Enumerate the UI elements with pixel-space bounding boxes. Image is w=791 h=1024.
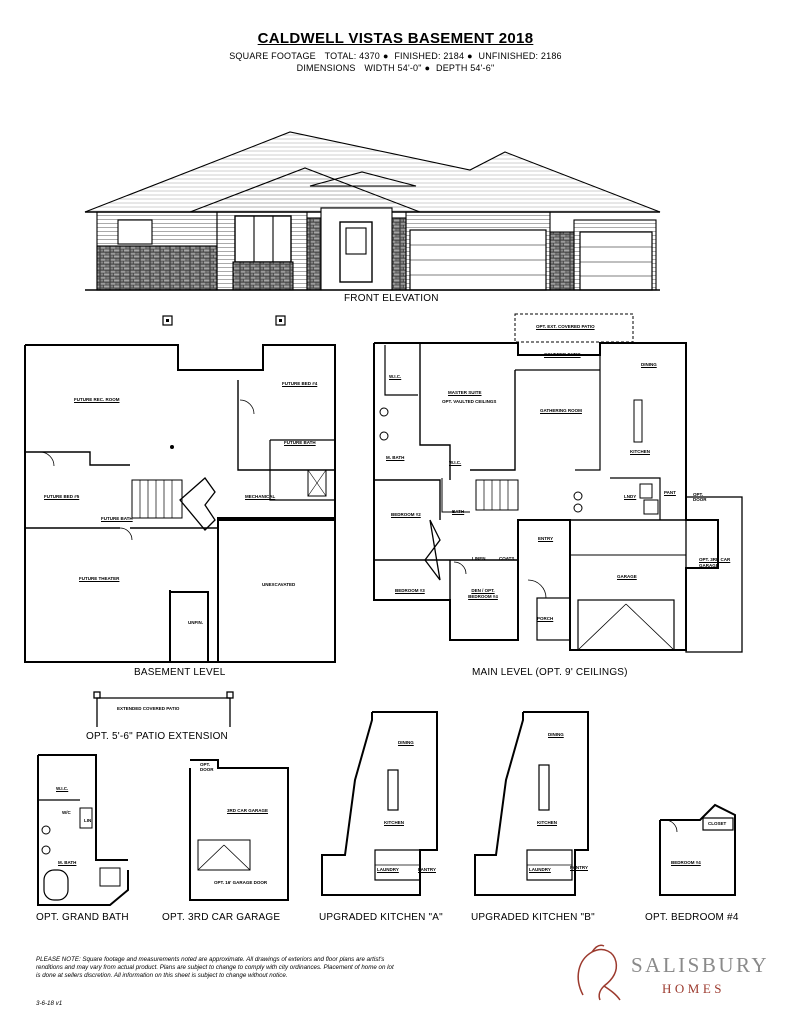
main-opt-door-label: OPT. DOOR	[693, 492, 707, 502]
main-covered-patio-label: COVERED PATIO	[544, 352, 581, 357]
grand-bath-mbath-label: M. BATH	[58, 860, 77, 865]
main-third-garage-label: OPT. 3RD CAR GARAGE	[699, 557, 731, 568]
kitchen-a-dining-label: DINING	[398, 740, 414, 745]
kitchen-b-dining-label: DINING	[548, 732, 564, 737]
front-elevation-caption: FRONT ELEVATION	[344, 293, 439, 304]
main-coats-label: COATS	[499, 556, 515, 561]
bedroom4-room-label: BEDROOM #4	[671, 860, 701, 865]
main-gathering-label: GATHERING ROOM	[540, 408, 582, 413]
dims-width: WIDTH 54'-0"	[364, 63, 422, 73]
third-garage-drawing	[189, 759, 289, 901]
main-vaulted-label: OPT. VAULTED CEILINGS	[442, 399, 497, 404]
kitchen-b-caption: UPGRADED KITCHEN "B"	[471, 912, 595, 923]
grand-bath-wic-label: W.I.C.	[56, 786, 69, 791]
dims-depth: DEPTH 54'-6"	[436, 63, 495, 73]
page-title: CALDWELL VISTAS BASEMENT 2018	[257, 30, 534, 47]
salisbury-logo-mark	[577, 944, 621, 1001]
kitchen-a-kitchen-label: KITCHEN	[384, 820, 404, 825]
basement-mechanical-label: MECHANICAL	[245, 494, 276, 499]
grand-bath-lin-label: LIN	[84, 818, 92, 823]
sqft-total: TOTAL: 4370	[324, 51, 380, 61]
sqft-label: SQUARE FOOTAGE	[229, 51, 316, 61]
sqft-unfinished: UNFINISHED: 2186	[478, 51, 562, 61]
main-kitchen-label: KITCHEN	[630, 449, 650, 454]
main-bed3-label: BEDROOM #3	[395, 588, 425, 593]
garage3-garage-door-label: OPT. 16' GARAGE DOOR	[214, 880, 268, 885]
basement-unexcavated-label: UNEXCAVATED	[262, 582, 296, 587]
kitchen-a-pantry-label: PANTRY	[418, 867, 436, 872]
bedroom4-caption: OPT. BEDROOM #4	[645, 912, 739, 923]
main-bed2-label: BEDROOM #2	[391, 512, 421, 517]
grand-bath-drawing	[37, 754, 129, 906]
kitchen-a-laundry-label: LAUNDRY	[377, 867, 399, 872]
kitchen-b-pantry-label: PANTRY	[570, 865, 588, 870]
dimensions-line: DIMENSIONS WIDTH 54'-0"● DEPTH 54'-6"	[296, 63, 495, 73]
grand-bath-wc-label: W/C	[62, 810, 71, 815]
patio-extension-caption: OPT. 5'-6" PATIO EXTENSION	[86, 731, 228, 742]
main-pant-label: PANT	[664, 490, 676, 495]
garage3-caption: OPT. 3RD CAR GARAGE	[162, 912, 281, 923]
kitchen-b-drawing	[474, 711, 589, 896]
basement-bath-label: FUTURE BATH	[284, 440, 316, 445]
basement-bath2-label: FUTURE BATH	[101, 516, 133, 521]
grand-bath-caption: OPT. GRAND BATH	[36, 912, 129, 923]
basement-bed5-label: FUTURE BED #5	[44, 494, 80, 499]
kitchen-a-drawing	[321, 711, 438, 896]
sqft-finished: FINISHED: 2184	[394, 51, 465, 61]
main-level-caption: MAIN LEVEL (OPT. 9' CEILINGS)	[472, 667, 628, 678]
brand-name: SALISBURY	[631, 953, 770, 977]
kitchen-b-kitchen-label: KITCHEN	[537, 820, 557, 825]
garage3-room-label: 3RD CAR GARAGE	[227, 808, 269, 813]
kitchen-b-laundry-label: LAUNDRY	[529, 867, 551, 872]
main-linen-label: LINEN	[472, 556, 486, 561]
main-ext-patio-label: OPT. EXT. COVERED PATIO	[536, 324, 595, 329]
patio-extension-drawing	[93, 691, 234, 727]
main-wic2-label: W.I.C.	[449, 460, 462, 465]
main-den-label: DEN / OPT. BEDROOM #4	[468, 588, 498, 599]
main-garage-label: GARAGE	[617, 574, 637, 579]
patio-room-label: EXTENDED COVERED PATIO	[117, 706, 180, 711]
square-footage-line: SQUARE FOOTAGE TOTAL: 4370● FINISHED: 21…	[229, 51, 562, 61]
front-elevation-drawing	[84, 131, 661, 291]
bedroom4-closet-label: CLOSET	[708, 821, 727, 826]
brand-subtitle: HOMES	[662, 981, 726, 996]
basement-rec-room-label: FUTURE REC. ROOM	[74, 397, 120, 402]
main-dining-label: DINING	[641, 362, 657, 367]
main-mbath-label: M. BATH	[386, 455, 405, 460]
version-label: 3-6-18 v1	[36, 1000, 63, 1007]
disclaimer-note: PLEASE NOTE: Square footage and measurem…	[36, 956, 394, 979]
main-master-label: MASTER SUITE	[448, 390, 482, 395]
basement-level-caption: BASEMENT LEVEL	[134, 667, 226, 678]
main-entry-label: ENTRY	[538, 536, 554, 541]
main-level-plan-drawing	[373, 313, 743, 653]
basement-plan-drawing	[24, 344, 336, 663]
dims-label: DIMENSIONS	[296, 63, 356, 73]
kitchen-a-caption: UPGRADED KITCHEN "A"	[319, 912, 443, 923]
main-lndy-label: LNDY	[624, 494, 637, 499]
bedroom4-drawing	[659, 803, 736, 896]
garage3-door-label: OPT. DOOR	[200, 762, 214, 772]
main-wic-label: W.I.C.	[389, 374, 402, 379]
basement-bed4-label: FUTURE BED #4	[282, 381, 318, 386]
basement-unfin-label: UNFIN.	[188, 620, 203, 625]
main-bath-label: BATH	[452, 509, 465, 514]
main-porch-label: PORCH	[537, 616, 554, 621]
basement-theater-label: FUTURE THEATER	[79, 576, 120, 581]
